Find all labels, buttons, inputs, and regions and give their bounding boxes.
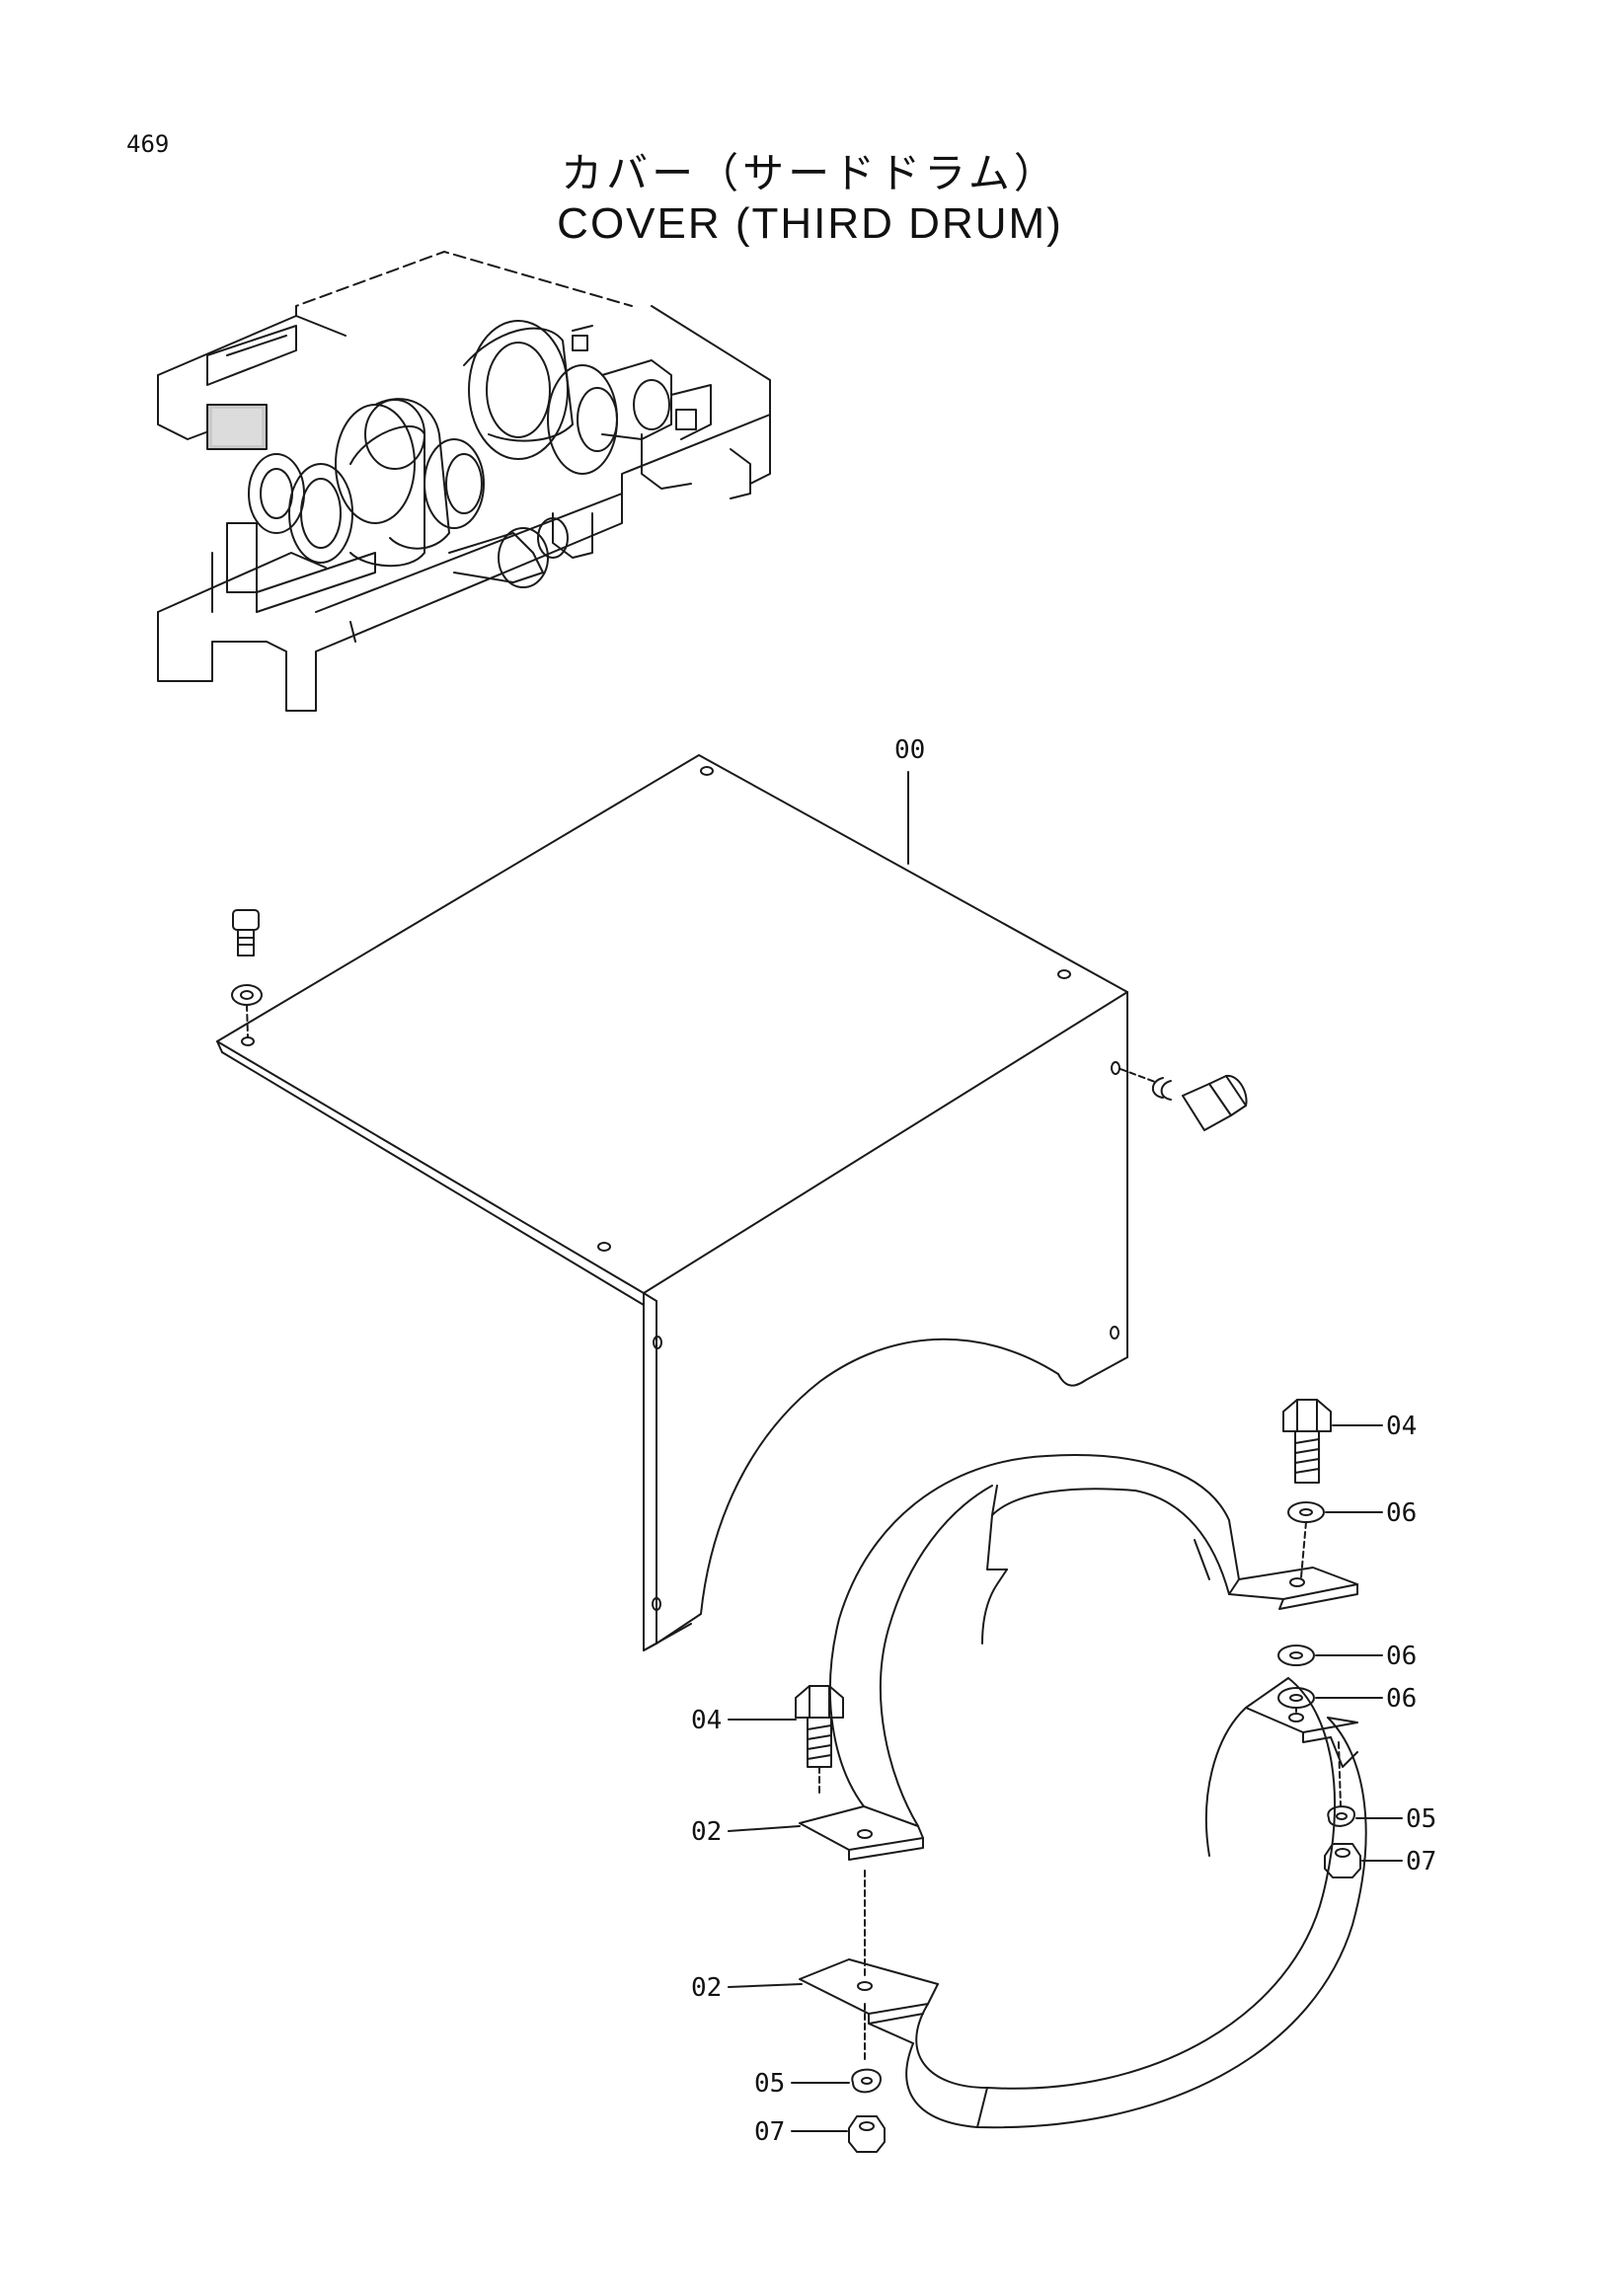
title-japanese: カバー（サードドラム） (561, 149, 1059, 197)
cover-panel (217, 755, 1127, 1650)
band-upper (800, 1455, 1357, 1860)
leader-lines (729, 1425, 1402, 2131)
title-english: COVER (THIRD DRUM) (557, 199, 1063, 248)
callout-bolt-right-top: 04 (1386, 1412, 1417, 1441)
callout-bracket-lower: 02 (691, 1973, 722, 2003)
hardware-right (1278, 1400, 1360, 1877)
cover-screw-right (1120, 1069, 1247, 1130)
callout-lockwasher-right: 05 (1406, 1804, 1436, 1834)
callout-washer-right-top: 06 (1386, 1498, 1417, 1528)
callout-cover: 00 (894, 735, 925, 765)
hardware-left (796, 1686, 885, 2152)
band-lower (800, 1678, 1366, 2127)
cover-screw-left (232, 910, 262, 1036)
callout-nut-left: 07 (754, 2117, 785, 2147)
page-number: 469 (126, 130, 170, 158)
callout-nut-right: 07 (1406, 1847, 1436, 1876)
callout-washer-right-mid: 06 (1386, 1642, 1417, 1671)
callout-washer-right-low: 06 (1386, 1684, 1417, 1714)
machine-overview (158, 252, 770, 711)
callout-bracket-upper: 02 (691, 1817, 722, 1847)
callout-lockwasher-left: 05 (754, 2069, 785, 2099)
callout-bolt-left: 04 (691, 1706, 722, 1735)
